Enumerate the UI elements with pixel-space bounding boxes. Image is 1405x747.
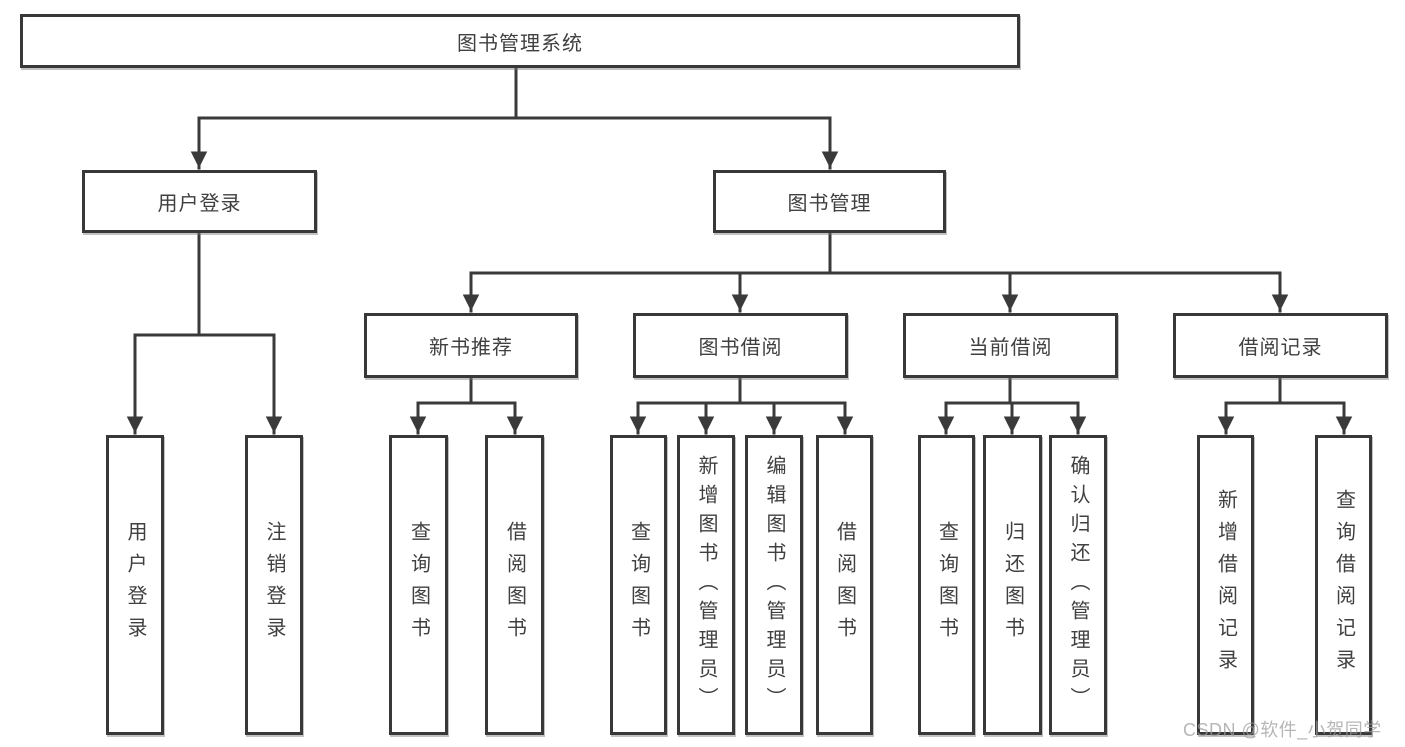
leaf-confirm-return-admin-label: 确认归还（管理员） [1067, 454, 1089, 716]
connector-borrowing-children [629, 376, 854, 435]
leaf-logout-label: 注销登录 [263, 521, 285, 649]
leaf-user-login: 用户登录 [106, 435, 164, 735]
leaf-return-books: 归还图书 [983, 435, 1042, 735]
connector-root-to-level2 [190, 66, 839, 170]
node-user-login: 用户登录 [82, 170, 317, 233]
connector-current-children [937, 376, 1087, 435]
node-user-login-label: 用户登录 [157, 193, 242, 215]
node-book-management: 图书管理 [713, 170, 946, 233]
leaf-query-books-current-label: 查询图书 [935, 521, 958, 649]
node-new-book-recommendation-label: 新书推荐 [429, 337, 513, 359]
leaf-borrow-books-recommend-label: 借阅图书 [503, 521, 526, 649]
leaf-add-book-admin-label: 新增图书（管理员） [695, 454, 717, 716]
leaf-query-books-current: 查询图书 [918, 435, 975, 735]
leaf-edit-book-admin-label: 编辑图书（管理员） [763, 454, 785, 716]
connector-book-management-children [462, 231, 1289, 313]
leaf-query-books-borrowing: 查询图书 [610, 435, 667, 735]
leaf-edit-book-admin: 编辑图书（管理员） [745, 435, 803, 735]
node-borrowing-records: 借阅记录 [1173, 313, 1388, 378]
node-new-book-recommendation: 新书推荐 [364, 313, 578, 378]
leaf-add-book-admin: 新增图书（管理员） [677, 435, 735, 735]
leaf-add-borrow-record: 新增借阅记录 [1197, 435, 1254, 735]
connector-records-children [1217, 376, 1353, 435]
leaf-query-borrow-record: 查询借阅记录 [1315, 435, 1372, 735]
node-library-system-label: 图书管理系统 [457, 32, 583, 55]
node-current-borrowing-label: 当前借阅 [968, 337, 1053, 359]
leaf-return-books-label: 归还图书 [1001, 521, 1024, 649]
leaf-query-books-borrowing-label: 查询图书 [627, 521, 650, 649]
leaf-add-borrow-record-label: 新增借阅记录 [1214, 489, 1237, 681]
connector-recommend-children [409, 376, 524, 435]
connector-user-login-children [126, 231, 283, 435]
node-book-borrowing-label: 图书借阅 [698, 337, 783, 359]
csdn-watermark: CSDN @软件_小贺同学 [1183, 720, 1382, 740]
leaf-confirm-return-admin: 确认归还（管理员） [1049, 435, 1107, 735]
leaf-borrow-books-borrowing: 借阅图书 [816, 435, 873, 735]
leaf-query-books-recommend: 查询图书 [389, 435, 448, 735]
leaf-logout: 注销登录 [245, 435, 303, 735]
leaf-user-login-label: 用户登录 [124, 521, 146, 649]
leaf-query-books-recommend-label: 查询图书 [407, 521, 430, 649]
node-book-management-label: 图书管理 [787, 193, 872, 215]
node-current-borrowing: 当前借阅 [903, 313, 1118, 378]
leaf-query-borrow-record-label: 查询借阅记录 [1332, 489, 1355, 681]
leaf-borrow-books-borrowing-label: 借阅图书 [833, 521, 856, 649]
node-library-system: 图书管理系统 [20, 14, 1020, 68]
node-book-borrowing: 图书借阅 [633, 313, 848, 378]
node-borrowing-records-label: 借阅记录 [1238, 337, 1323, 359]
leaf-borrow-books-recommend: 借阅图书 [485, 435, 544, 735]
